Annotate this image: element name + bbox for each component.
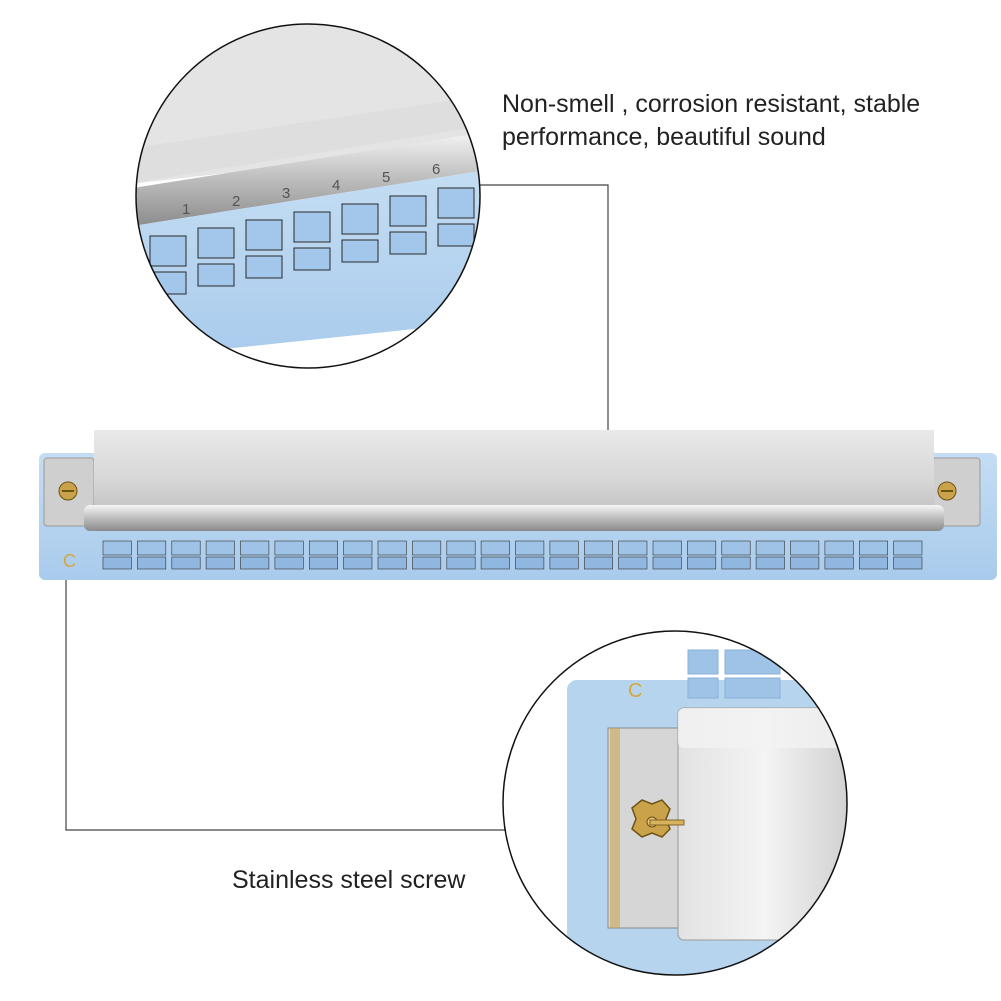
hole-number: 6 — [432, 161, 440, 178]
zoom-hole — [341, 203, 379, 235]
hole-number: 2 — [232, 193, 240, 210]
zoom-hole — [437, 187, 475, 219]
hole-number-labels: 1 2 3 4 5 6 — [182, 161, 440, 218]
harmonica-hole — [102, 540, 132, 556]
harmonica-hole — [583, 556, 613, 570]
harmonica-hole — [343, 540, 373, 556]
harmonica-hole — [893, 556, 923, 570]
harmonica-hole — [205, 556, 235, 570]
zoom-hole — [389, 231, 427, 255]
hole-number: 1 — [182, 201, 190, 218]
harmonica-hole — [480, 556, 510, 570]
harmonica-hole — [102, 556, 132, 570]
harmonica-hole — [515, 540, 545, 556]
screw-left-icon — [58, 481, 78, 501]
harmonica-holes — [102, 540, 923, 570]
harmonica-hole — [824, 556, 854, 570]
material-caption-line-1: Non-smell , corrosion resistant, stable — [502, 90, 921, 118]
material-caption: Non-smell , corrosion resistant, stable … — [502, 88, 972, 154]
harmonica-hole — [412, 556, 442, 570]
harmonica-main: C — [39, 430, 997, 580]
key-label: C — [63, 551, 76, 571]
harmonica-hole — [721, 556, 751, 570]
connector-line-bottom — [65, 498, 505, 831]
harmonica-hole — [790, 540, 820, 556]
harmonica-hole — [137, 556, 167, 570]
zoom-hole — [245, 219, 283, 251]
harmonica-hole — [618, 556, 648, 570]
harmonica-hole — [721, 540, 751, 556]
harmonica-hole — [446, 556, 476, 570]
zoom-circle-screw: C — [502, 630, 848, 976]
harmonica-hole — [343, 556, 373, 570]
harmonica-hole — [652, 540, 682, 556]
connector-line-top — [440, 184, 609, 545]
harmonica-hole — [893, 540, 923, 556]
harmonica-hole — [205, 540, 235, 556]
zoom-hole — [486, 216, 522, 238]
harmonica-hole — [687, 556, 717, 570]
harmonica-hole — [171, 556, 201, 570]
harmonica-hole — [755, 540, 785, 556]
harmonica-hole — [274, 556, 304, 570]
harmonica-hole — [824, 540, 854, 556]
zoom-hole — [197, 263, 235, 287]
hole-number: 5 — [382, 169, 390, 186]
harmonica-hole — [274, 540, 304, 556]
material-caption-line-2: performance, beautiful sound — [502, 123, 826, 151]
zoom-hole — [389, 195, 427, 227]
harmonica-hole — [790, 556, 820, 570]
harmonica-hole — [549, 540, 579, 556]
harmonica-hole — [755, 556, 785, 570]
harmonica-hole — [583, 540, 613, 556]
hole-number: 3 — [282, 185, 290, 202]
harmonica-hole — [549, 556, 579, 570]
harmonica-hole — [137, 540, 167, 556]
harmonica-hole — [652, 556, 682, 570]
harmonica-hole — [687, 540, 717, 556]
hole-number: 4 — [332, 177, 340, 194]
harmonica-hole — [377, 540, 407, 556]
harmonica-hole — [308, 540, 338, 556]
harmonica-hole — [858, 540, 888, 556]
screw-right-icon — [937, 481, 957, 501]
zoom-hole — [293, 247, 331, 271]
zoom-hole — [197, 227, 235, 259]
zoom-hole — [293, 211, 331, 243]
zoom-hole — [245, 255, 283, 279]
zoom-key-label: C — [628, 680, 642, 702]
zoom-hole — [341, 239, 379, 263]
zoom-hole — [437, 223, 475, 247]
zoom-hole — [149, 235, 187, 267]
harmonica-hole — [515, 556, 545, 570]
harmonica-hole — [240, 540, 270, 556]
harmonica-hole — [171, 540, 201, 556]
harmonica-hole — [858, 556, 888, 570]
harmonica-hole — [446, 540, 476, 556]
harmonica-hole — [240, 556, 270, 570]
harmonica-hole — [480, 540, 510, 556]
harmonica-hole — [412, 540, 442, 556]
screw-caption: Stainless steel screw — [232, 866, 466, 894]
harmonica-hole — [618, 540, 648, 556]
harmonica-hole — [308, 556, 338, 570]
harmonica-hole — [377, 556, 407, 570]
zoom-circle-holes: 1 2 3 4 5 6 — [135, 23, 522, 369]
brass-screw-icon — [631, 799, 685, 838]
